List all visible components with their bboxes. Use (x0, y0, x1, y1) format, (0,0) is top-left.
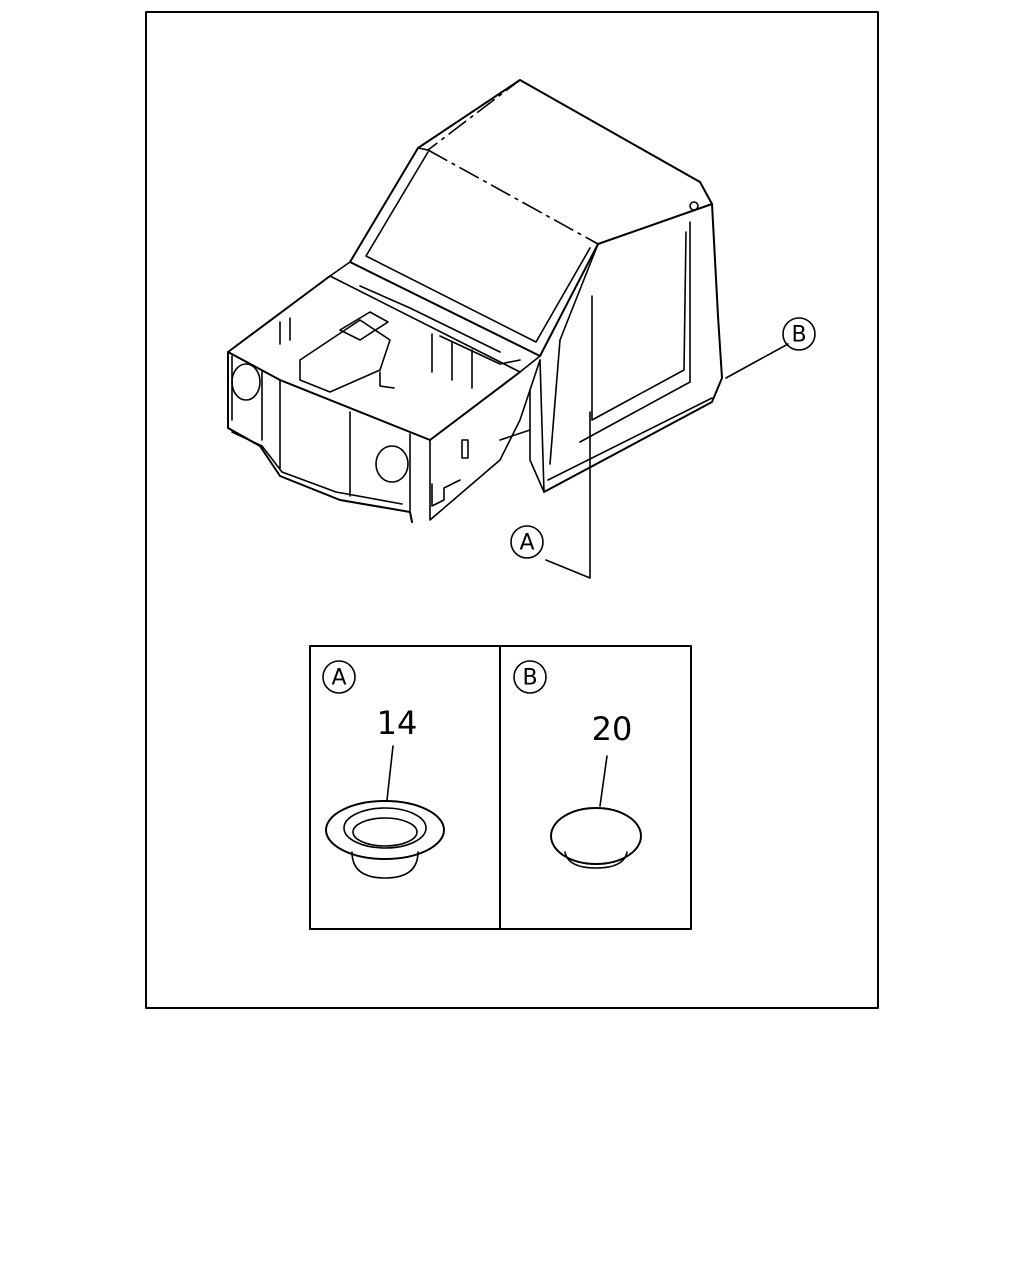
detail-panel-a: A 14 (322, 660, 445, 879)
truck-cab-icon (227, 79, 723, 523)
part-number-14: 14 (377, 704, 418, 742)
callout-a-panel-label: A (331, 666, 346, 691)
leader-line-a (545, 411, 591, 579)
part-number-20: 20 (592, 710, 633, 748)
detail-panel-b: B 20 (513, 660, 642, 869)
callout-b-main: B (782, 317, 816, 351)
leader-line-b (725, 343, 789, 379)
callout-b-panel-label: B (522, 666, 537, 691)
callout-a-main-label: A (519, 531, 534, 556)
grommet-icon (325, 800, 445, 879)
callout-b-main-label: B (791, 323, 806, 348)
plug-icon (550, 807, 642, 869)
outer-frame (145, 11, 879, 1009)
callout-a-main: A (510, 525, 544, 559)
